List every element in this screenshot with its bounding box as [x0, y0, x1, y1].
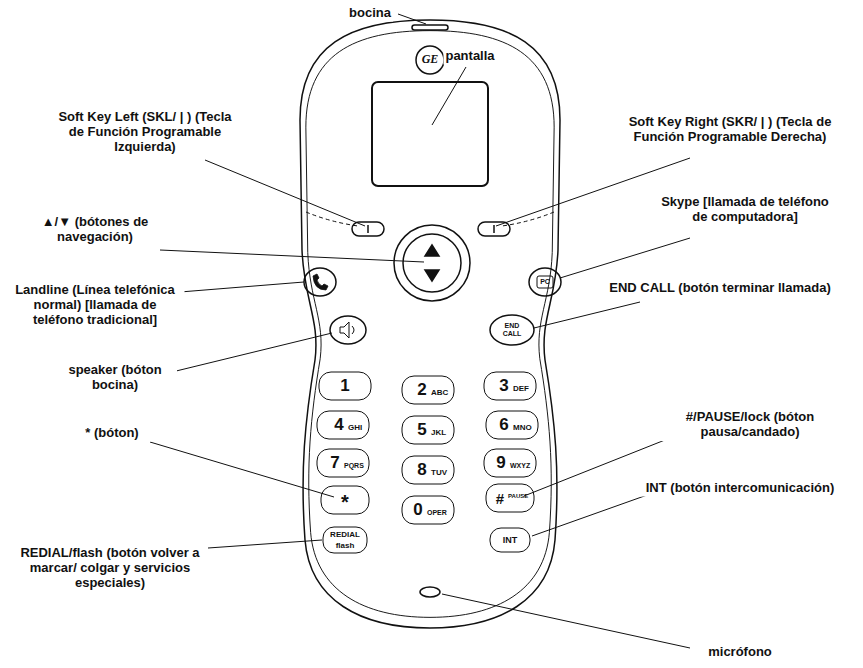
key-label: PC	[540, 278, 550, 286]
key-label: END CALL	[498, 322, 526, 338]
nav-up	[425, 245, 439, 256]
soft-key-right	[478, 222, 510, 236]
callout-label: END CALL (botón terminar llamada)	[603, 280, 837, 297]
pc-icon	[537, 276, 553, 288]
key-label: 4	[334, 415, 343, 435]
key-label: DEF	[513, 384, 529, 393]
keypad	[317, 372, 538, 553]
nav-down	[425, 270, 439, 281]
key-label: TUV	[431, 468, 447, 477]
callout-label: Skype [llamada de teléfono de computador…	[658, 194, 832, 226]
callout-label: speaker (bóton bocina)	[53, 362, 177, 394]
callout-label: REDIAL/flash (botón volver a marcar/ col…	[13, 545, 207, 592]
screen	[372, 82, 488, 186]
phone-bezel	[306, 31, 554, 618]
key-label: 3	[499, 376, 508, 396]
nav-ring	[394, 225, 470, 301]
callout-label: INT (botón intercomunicación)	[638, 480, 842, 497]
nav-pad	[403, 234, 461, 292]
key-label: WXYZ	[510, 462, 530, 470]
key-label: #	[496, 490, 504, 507]
callout-label: pantalla	[443, 48, 496, 65]
soft-key-mark	[493, 225, 495, 233]
key-label: 0	[413, 500, 422, 520]
key-label: *	[341, 491, 349, 514]
callout-label: * (bóton)	[70, 425, 154, 442]
logo-ring	[416, 46, 444, 74]
end-call-button	[490, 315, 534, 345]
key-label: JKL	[431, 428, 446, 437]
speaker-icon	[340, 322, 354, 338]
key-label: INT	[503, 535, 518, 545]
microphone	[420, 587, 440, 597]
key-label: PAUSE	[508, 493, 528, 500]
phone-body	[300, 20, 560, 628]
earpiece	[412, 25, 448, 30]
key-label: PQRS	[344, 462, 364, 470]
speaker-button	[330, 316, 366, 344]
dashed-edge	[306, 212, 358, 226]
key-label: 2	[417, 380, 426, 400]
landline-button	[304, 268, 336, 296]
callout-label: micrófono	[706, 644, 774, 661]
key-label: 8	[417, 460, 426, 480]
callout-label: Landline (Línea telefónica normal) [llam…	[6, 282, 185, 329]
soft-key-mark	[367, 225, 369, 233]
key-label: GE	[422, 53, 439, 67]
key-label: OPER	[427, 509, 447, 517]
handset-icon	[313, 274, 328, 290]
key-label: 7	[330, 453, 339, 473]
skype-button	[529, 268, 561, 296]
callout-label: #/PAUSE/lock (bóton pausa/candado)	[648, 409, 852, 441]
key-label: flash	[336, 541, 355, 550]
key-label: GHI	[348, 423, 362, 432]
soft-key-left	[352, 222, 384, 236]
callout-label: bocina	[347, 5, 393, 22]
key-label: MNO	[513, 423, 532, 432]
callout-label: ▲/▼ (bótones de navegación)	[3, 214, 187, 246]
dashed-edge	[502, 212, 554, 226]
key-label: 5	[417, 420, 426, 440]
key-label: REDIAL	[330, 530, 360, 539]
callout-label: Soft Key Left (SKL/ | ) (Tecla de Funció…	[53, 109, 237, 156]
key-label: 9	[496, 453, 505, 473]
key-label: 6	[499, 415, 508, 435]
key-label: ABC	[431, 388, 448, 397]
callout-label: Soft Key Right (SKR/ | ) (Tecla de Funci…	[613, 114, 847, 146]
key-label: 1	[340, 376, 349, 396]
